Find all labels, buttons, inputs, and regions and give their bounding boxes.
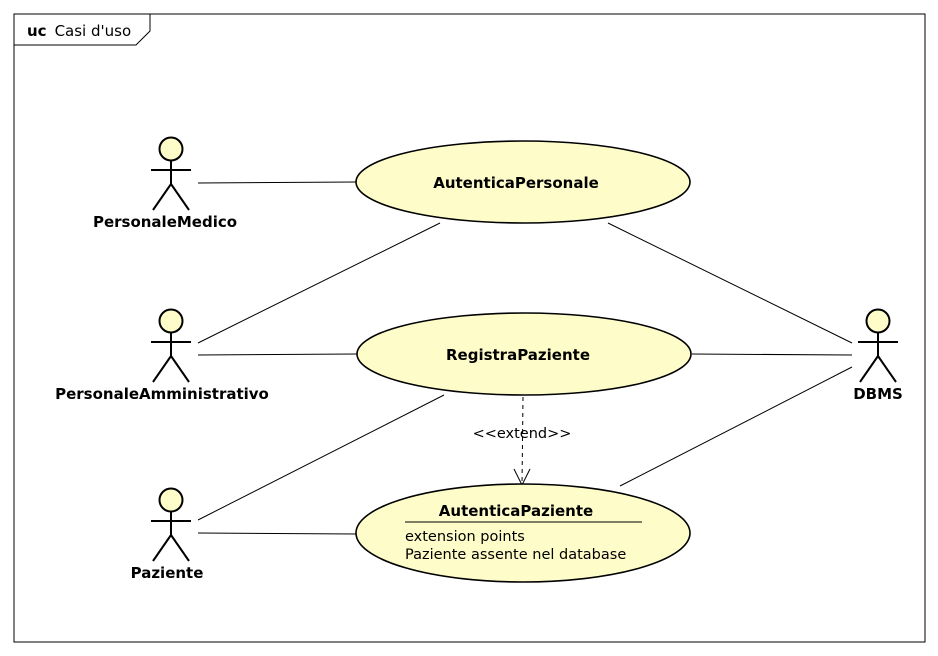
frame-tab (13, 13, 151, 46)
usecase-autentica-personale[interactable]: AutenticaPersonale (355, 140, 691, 224)
frame-kind: uc (27, 22, 47, 40)
extension-points-title: extension points (405, 529, 525, 545)
assoc-amministrativo-registra-paziente[interactable] (197, 353, 358, 356)
associations (197, 181, 853, 535)
usecase-label: AutenticaPaziente (439, 502, 593, 520)
actor-label: DBMS (853, 385, 903, 403)
extend-dependency[interactable] (521, 396, 524, 486)
assoc-autentica-paziente-dbms[interactable] (619, 366, 853, 487)
assoc-amministrativo-autentica-personale[interactable] (197, 222, 441, 344)
extend-label: <<extend>> (473, 426, 572, 442)
usecase-label: AutenticaPersonale (433, 174, 599, 192)
assoc-paziente-autentica-paziente[interactable] (197, 532, 357, 535)
extension-point: Paziente assente nel database (405, 547, 626, 563)
actor-personale-medico[interactable] (151, 136, 191, 211)
actor-label: PersonaleMedico (93, 213, 237, 231)
actor-paziente[interactable] (151, 487, 191, 562)
actor-label: PersonaleAmministrativo (55, 385, 269, 403)
assoc-paziente-registra-paziente[interactable] (197, 394, 445, 521)
usecase-label: RegistraPaziente (446, 346, 590, 364)
assoc-registra-paziente-dbms[interactable] (691, 353, 853, 356)
actor-dbms[interactable] (858, 308, 898, 383)
frame-title: uc Casi d'uso (27, 22, 131, 40)
actor-label: Paziente (131, 564, 204, 582)
actor-personale-amministrativo[interactable] (151, 308, 191, 383)
assoc-autentica-personale-dbms[interactable] (607, 222, 853, 344)
usecase-registra-paziente[interactable]: RegistraPaziente (356, 312, 692, 396)
assoc-medico-autentica-personale[interactable] (197, 181, 357, 184)
usecase-autentica-paziente[interactable]: AutenticaPaziente extension points Pazie… (355, 483, 691, 583)
frame-name: Casi d'uso (55, 22, 132, 40)
